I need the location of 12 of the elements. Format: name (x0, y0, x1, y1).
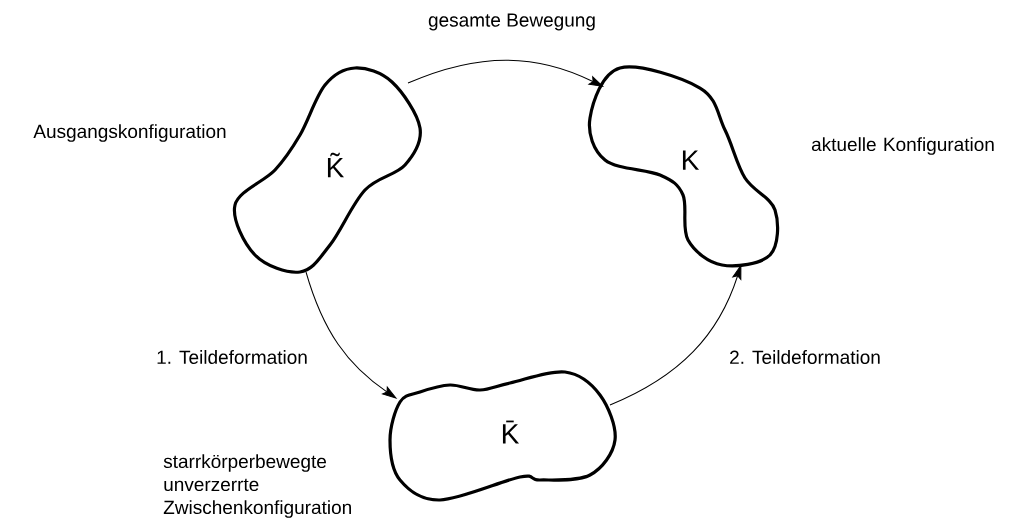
arrow (305, 271, 397, 399)
arrow (609, 265, 742, 406)
edge-label: 2. Teildeformation (727, 348, 883, 366)
symbol: K̄ (502, 420, 520, 444)
symbol: K (682, 150, 700, 170)
configuration-label: Ausgangskonfiguration (33, 124, 226, 142)
edge-label: 1. Teildeformation (154, 348, 310, 366)
symbol: K̃ (327, 152, 345, 178)
configuration-label: starrkörperbewegte unverzerrte Zwischenkonfiguration (163, 454, 351, 518)
edge-label: gesamte Bewegung (426, 11, 598, 33)
configuration-label: aktuelle Konfiguration (811, 137, 994, 155)
arrow (407, 59, 604, 87)
